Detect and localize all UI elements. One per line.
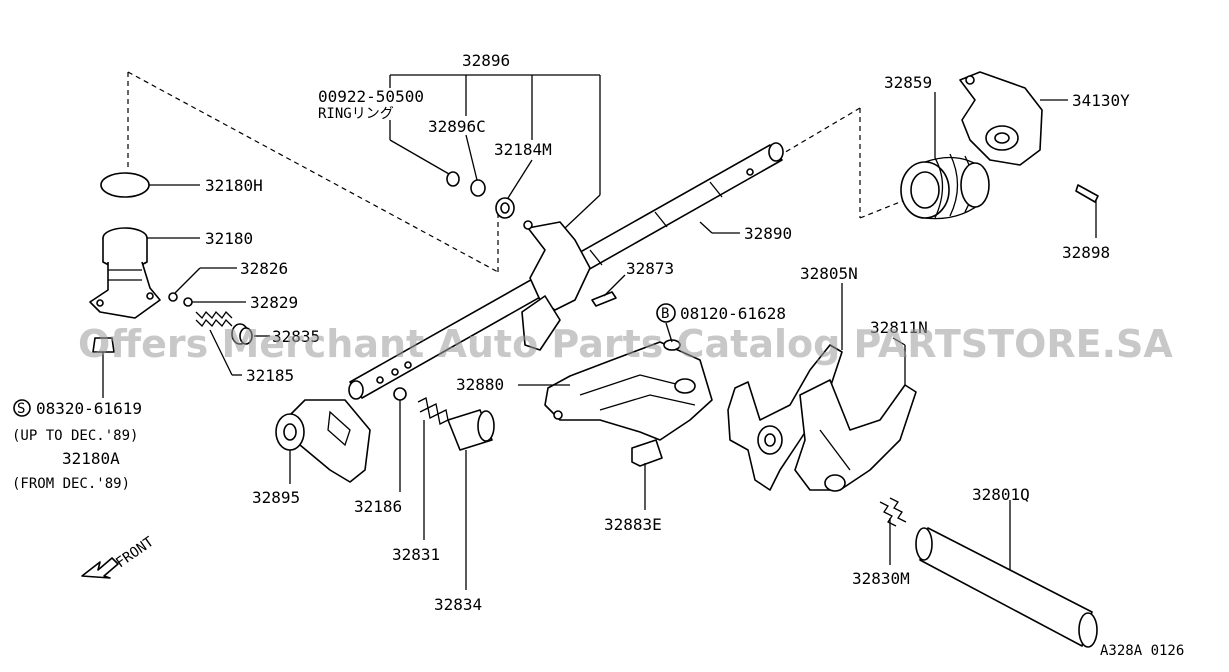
ball-32826 (168, 292, 178, 302)
shifter-32880 (544, 339, 713, 441)
plug-32835 (231, 323, 253, 345)
boot-32859 (900, 153, 990, 220)
ring-00922 (446, 171, 460, 187)
label-32801q: 32801Q (972, 485, 1030, 504)
label-32834: 32834 (434, 595, 482, 614)
label-32835: 32835 (272, 327, 320, 346)
front-arrow-icon (81, 557, 119, 579)
pin-32898 (1075, 184, 1099, 203)
ring-32180h (100, 172, 150, 198)
bracket-32895 (275, 399, 371, 483)
b-badge-letter: B (661, 306, 669, 322)
label-34130y: 34130Y (1072, 91, 1130, 110)
ball-32829 (183, 297, 193, 307)
rod-yoke (521, 220, 591, 351)
bush-32184m (495, 197, 515, 219)
label-ring: RINGリング (318, 106, 394, 122)
label-32829: 32829 (250, 293, 298, 312)
label-32180: 32180 (205, 229, 253, 248)
bracket-34130y (959, 71, 1043, 166)
label-32873: 32873 (626, 259, 674, 278)
ball-32186 (393, 387, 407, 401)
sleeve-32834 (447, 409, 495, 451)
spring-32185 (195, 310, 233, 328)
leader-lines (147, 74, 1097, 590)
cap-32180 (89, 227, 161, 319)
bolt-08320 (92, 337, 115, 398)
ring-32896c (470, 179, 486, 197)
pad-32883e (631, 439, 663, 467)
label-32831: 32831 (392, 545, 440, 564)
label-diagram-code: A328A 0126 (1100, 643, 1184, 659)
label-32859: 32859 (884, 73, 932, 92)
label-32896: 32896 (462, 51, 510, 70)
label-32830m: 32830M (852, 569, 910, 588)
label-32896c: 32896C (428, 117, 486, 136)
pin-32873 (591, 291, 617, 307)
label-08320-61619: 08320-61619 (36, 399, 142, 418)
label-front: FRONT (113, 534, 157, 572)
spring-32831 (417, 397, 449, 425)
label-08120-61628: 08120-61628 (680, 304, 786, 323)
label-32805n: 32805N (800, 264, 858, 283)
label-32826: 32826 (240, 259, 288, 278)
label-from-dec89: (FROM DEC.'89) (12, 476, 130, 492)
shaft-32801q (915, 527, 1098, 648)
spring-32830m (879, 497, 907, 527)
label-32883e: 32883E (604, 515, 662, 534)
label-32880: 32880 (456, 375, 504, 394)
label-32180a: 32180A (62, 449, 120, 468)
label-32811n: 32811N (870, 318, 928, 337)
s-badge-icon (13, 399, 31, 417)
label-up-to-dec89: (UP TO DEC.'89) (12, 428, 138, 444)
s-badge-letter: S (17, 401, 25, 417)
label-32898: 32898 (1062, 243, 1110, 262)
fork-32811n (794, 379, 917, 492)
label-32180h: 32180H (205, 176, 263, 195)
label-32890: 32890 (744, 224, 792, 243)
label-32186: 32186 (354, 497, 402, 516)
label-32185: 32185 (246, 366, 294, 385)
watermark: Offers Merchant Auto Parts Catalog PARTS… (78, 322, 1173, 366)
label-00922-50500: 00922-50500 (318, 87, 424, 106)
label-32895: 32895 (252, 488, 300, 507)
label-32184m: 32184M (494, 140, 552, 159)
b-badge-icon (656, 303, 676, 323)
